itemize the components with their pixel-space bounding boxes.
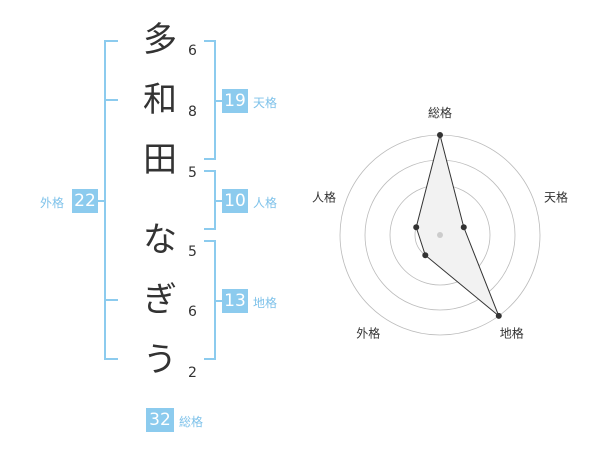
radar-point-4 xyxy=(422,252,429,259)
gaikaku-badge: 22 xyxy=(72,189,98,213)
radar-point-1 xyxy=(437,132,443,138)
radar-center-point xyxy=(437,232,443,238)
jinkaku-connector xyxy=(214,200,222,202)
radar-axis-label: 地格 xyxy=(500,326,524,341)
stroke-count-6: 2 xyxy=(188,365,197,381)
radar-series-polygon xyxy=(415,134,500,317)
bracket-tick xyxy=(104,299,118,301)
stroke-count-4: 5 xyxy=(188,244,197,260)
tenkaku-badge: 19 xyxy=(222,89,248,113)
chikaku-badge: 13 xyxy=(222,289,248,313)
name-char-5: ぎ xyxy=(143,280,177,320)
stroke-count-3: 5 xyxy=(188,165,197,181)
jinkaku-badge: 10 xyxy=(222,189,248,213)
chikaku-connector xyxy=(214,300,222,302)
stroke-count-5: 6 xyxy=(188,304,197,320)
gaikaku-bracket xyxy=(104,40,118,360)
radar-axis-label: 外格 xyxy=(356,326,380,341)
radar-point-3 xyxy=(495,312,502,319)
radar-point-2 xyxy=(460,224,467,231)
radar-axis-label: 総格 xyxy=(428,105,452,120)
stroke-count-2: 8 xyxy=(188,104,197,120)
bracket-tick xyxy=(104,99,118,101)
name-char-6: う xyxy=(143,340,177,380)
radar-point-5 xyxy=(413,224,420,231)
soukaku-badge: 32 xyxy=(146,408,174,432)
chikaku-label: 地格 xyxy=(253,296,278,310)
name-char-4: な xyxy=(143,220,177,260)
gaikaku-connector xyxy=(98,200,106,202)
name-char-1: 多 xyxy=(143,20,177,60)
name-char-3: 田 xyxy=(143,140,177,180)
tenkaku-connector xyxy=(214,100,222,102)
name-char-2: 和 xyxy=(143,80,177,120)
tenkaku-label: 天格 xyxy=(253,96,278,110)
radar-axis-label: 人格 xyxy=(312,189,336,204)
gaikaku-label: 外格 xyxy=(40,196,65,210)
stroke-count-1: 6 xyxy=(188,43,197,59)
radar-axis-label: 天格 xyxy=(544,189,568,204)
jinkaku-label: 人格 xyxy=(253,196,278,210)
soukaku-label: 総格 xyxy=(179,415,204,429)
